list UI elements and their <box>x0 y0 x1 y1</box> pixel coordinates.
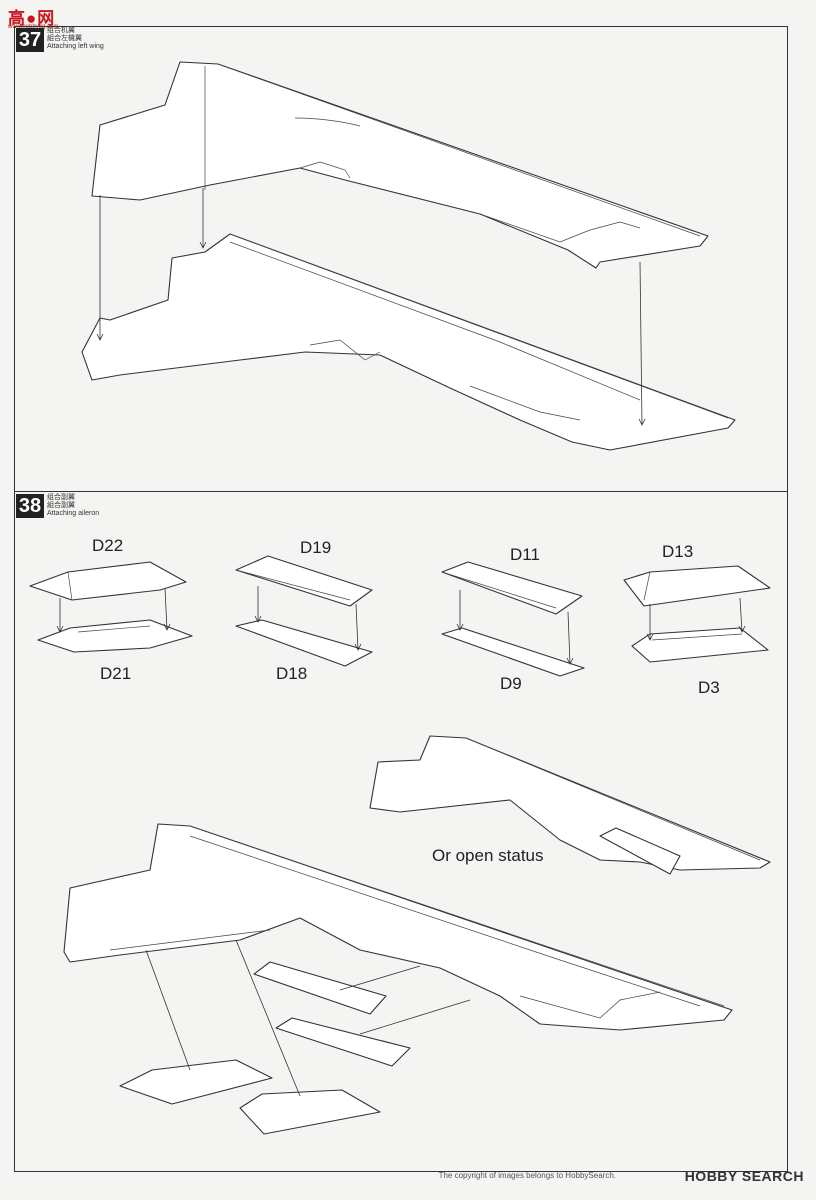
footer-brand: HOBBY SEARCH <box>684 1168 804 1184</box>
part-label-d18: D18 <box>276 664 308 683</box>
lower-wing-half <box>81 233 736 451</box>
wing-assembly-main <box>63 823 733 1031</box>
aileron-loose-2 <box>275 1017 411 1067</box>
step-37-caption-en: Attaching left wing <box>47 43 104 50</box>
aileron-pair-d19-d18 <box>235 555 373 667</box>
upper-wing-half <box>91 61 709 269</box>
aileron-pair-d13-d3 <box>623 565 771 663</box>
part-label-d21: D21 <box>100 664 132 683</box>
part-label-d22: D22 <box>92 536 124 555</box>
aileron-pair-d22-d21 <box>29 561 193 653</box>
part-label-d13: D13 <box>662 542 694 561</box>
part-label-d9: D9 <box>500 674 522 693</box>
footer-copyright: The copyright of images belongs to Hobby… <box>438 1171 616 1180</box>
step-38-caption-cn: 组合副翼 <box>47 494 75 501</box>
step-38-caption-tw: 組合副翼 <box>47 502 75 509</box>
part-label-d11: D11 <box>510 545 540 564</box>
step-38-number: 38 <box>16 494 44 518</box>
wing-open-status <box>369 735 771 875</box>
step-37-number: 37 <box>16 28 44 52</box>
watermark-url: www.hobbygq.com <box>8 24 59 30</box>
step-37-caption-cn: 组合机翼 <box>47 27 75 34</box>
watermark-logo: 高●网 <box>8 9 56 28</box>
open-status-note: Or open status <box>432 846 544 865</box>
aileron-loose-3 <box>119 1059 273 1105</box>
instruction-frame <box>14 26 788 1172</box>
step-divider <box>14 491 788 492</box>
aileron-loose-1 <box>253 961 387 1015</box>
part-label-d3: D3 <box>698 678 720 697</box>
step-37-caption-tw: 組合左機翼 <box>47 35 82 42</box>
aileron-pair-d11-d9 <box>441 561 585 677</box>
part-label-d19: D19 <box>300 538 332 557</box>
step-38-caption: 组合副翼 組合副翼 Attaching aileron <box>47 494 99 518</box>
step-37-caption: 组合机翼 組合左機翼 Attaching left wing <box>47 27 104 51</box>
step-38-caption-en: Attaching aileron <box>47 510 100 517</box>
aileron-loose-4 <box>239 1089 381 1135</box>
